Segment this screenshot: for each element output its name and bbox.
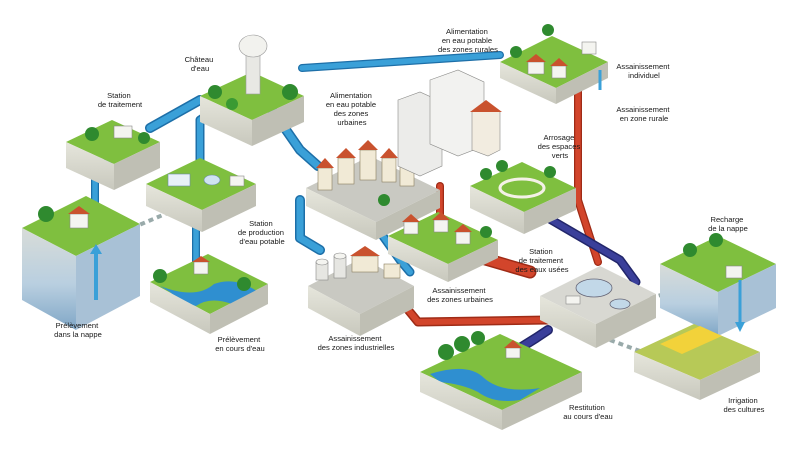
label-station-usees: Station de traitement des eaux usées	[515, 247, 568, 274]
chateau-deau-block	[200, 34, 304, 146]
label-station-traitement: Station de traitement	[98, 91, 143, 109]
label-irrigation: Irrigation des cultures	[724, 396, 765, 414]
labels: Château d'eau Station de traitement Alim…	[54, 27, 765, 421]
treated-pipes	[515, 213, 641, 353]
label-assain-urbaines: Assainissement des zones urbaines	[427, 286, 493, 304]
label-prelevement-cours: Prélèvement en cours d'eau	[215, 335, 265, 353]
label-chateau: Château d'eau	[185, 55, 216, 73]
station-eaux-usees-block	[540, 266, 656, 348]
restitution-block	[420, 331, 582, 430]
prelevement-cours-block	[150, 254, 268, 334]
recharge-nappe-block	[660, 233, 776, 336]
station-traitement-block	[66, 120, 160, 190]
zone-industrielle-block	[308, 246, 414, 336]
label-assain-individuel: Assainissement individuel	[616, 62, 671, 80]
label-assain-rurale: Assainissement en zone rurale	[616, 105, 671, 123]
immeubles	[397, 69, 502, 177]
station-production-block	[146, 158, 256, 232]
label-alim-urbaines: Alimentation en eau potable des zones ur…	[326, 91, 378, 127]
prelevement-nappe-block	[22, 196, 140, 330]
label-station-production: Station de production d'eau potable	[238, 219, 286, 246]
label-alim-rurales: Alimentation en eau potable des zones ru…	[438, 27, 498, 54]
zone-urbaine-block	[306, 140, 440, 240]
irrigation-cultures-block	[634, 324, 760, 400]
label-recharge: Recharge de la nappe	[708, 215, 748, 233]
arrosage-espaces-verts-block	[470, 160, 576, 234]
label-assain-industrielles: Assainissement des zones industrielles	[318, 334, 395, 352]
label-restitution: Restitution au cours d'eau	[563, 403, 613, 421]
label-prelevement-nappe: Prélèvement dans la nappe	[54, 321, 102, 339]
assainissement-individuel-block	[500, 24, 608, 104]
potable-pipes	[91, 51, 504, 277]
zone-urbaine-2-block	[388, 212, 498, 282]
label-arrosage: Arrosage des espaces verts	[538, 133, 583, 160]
